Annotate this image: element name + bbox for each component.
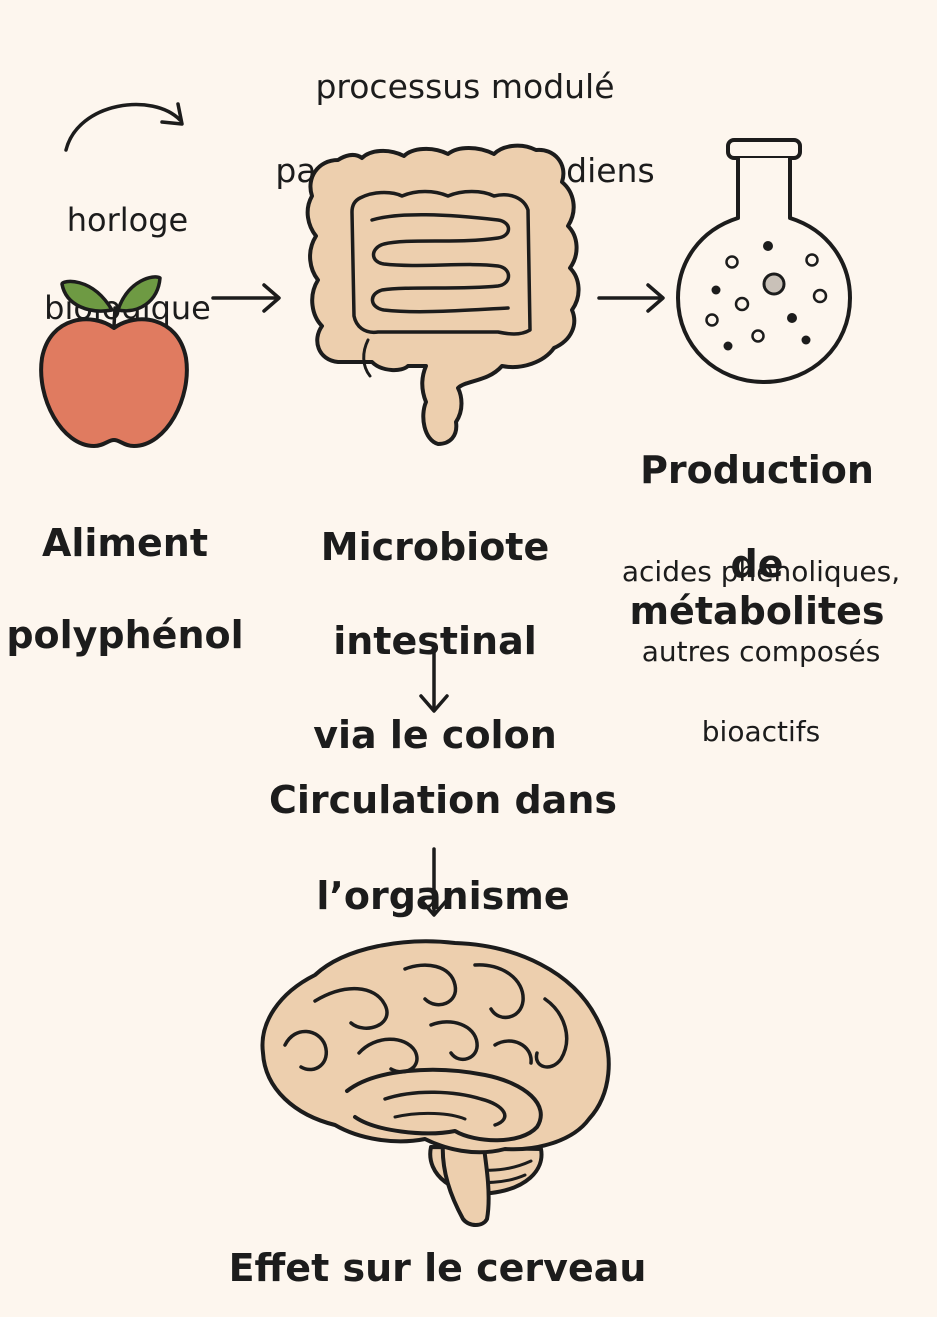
microbiota-title-line3: via le colon [313,713,557,757]
food-title-line1: Aliment [41,521,209,565]
food-title: Aliment polyphénol [0,474,250,704]
circulation-title-line1: Circulation dans [269,778,617,822]
microbiota-title: Microbiote intestinal via le colon [290,477,580,806]
metabolites-desc-line2: autres composés [641,635,881,668]
flask-icon [676,138,852,384]
clock-arrow-icon [64,102,184,152]
intestine-icon [305,143,581,446]
apple-icon [39,275,189,448]
circulation-title-line2: l’organisme [316,874,570,918]
microbiota-title-line1: Microbiote [320,525,550,569]
brain-icon [260,939,611,1227]
biological-clock-line1: horloge [66,201,189,239]
arrow-right-icon [597,283,665,313]
arrow-down-icon [419,847,449,917]
metabolites-title: Production de métabolites [598,400,916,682]
metabolites-title-line2: de métabolites [629,542,885,633]
food-title-line2: polyphénol [6,613,244,657]
circadian-note-line1: processus modulé [315,67,615,106]
metabolites-title-line1: Production [640,448,874,492]
arrow-right-icon [211,283,281,313]
metabolites-description: acides phénoliques, autres composés bioa… [600,512,922,792]
metabolites-desc-line3: bioactifs [701,715,821,748]
arrow-down-icon [419,643,449,713]
metabolites-desc-line1: acides phénoliques, [621,555,901,588]
circulation-title: Circulation dans l’organisme [268,728,618,968]
brain-title: Effet sur le cerveau [228,1246,647,1290]
